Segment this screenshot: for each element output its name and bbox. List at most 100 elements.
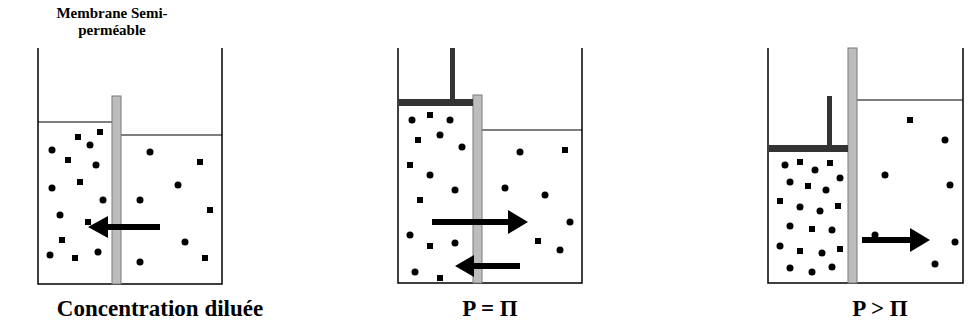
membranes: [112, 48, 857, 284]
solute-dot: [207, 207, 213, 213]
solute-dot: [77, 179, 83, 185]
flow-arrows: [88, 210, 930, 277]
solute-dot: [817, 208, 824, 215]
solute-dots: [47, 112, 959, 281]
solute-dot: [829, 227, 836, 234]
solute-dot: [87, 142, 94, 149]
solute-dot: [517, 149, 524, 156]
solute-dot: [812, 167, 819, 174]
solute-dot: [57, 212, 64, 219]
pistons: [399, 48, 848, 152]
solute-dot: [72, 255, 78, 261]
solute-dot: [427, 243, 433, 249]
solute-dot: [452, 187, 459, 194]
solute-dot: [417, 197, 423, 203]
solute-dot: [805, 183, 811, 189]
flow-arrow: [455, 255, 520, 277]
solute-dot: [782, 162, 789, 169]
solute-dot: [882, 172, 889, 179]
piston-plate: [769, 145, 848, 152]
condition-label: Concentration diluée: [10, 296, 310, 321]
condition-label: P > Π: [780, 296, 968, 321]
membrane-label: Membrane Semi-perméable: [37, 5, 187, 38]
solute-dot: [797, 159, 803, 165]
solute-dot: [137, 197, 144, 204]
solute-dot: [59, 237, 65, 243]
solute-dot: [175, 182, 182, 189]
solute-dot: [75, 134, 81, 140]
container: [38, 48, 222, 284]
solute-dot: [829, 264, 836, 271]
piston-rod: [827, 96, 832, 145]
solute-dot: [93, 162, 100, 169]
semi-permeable-membrane: [112, 96, 121, 284]
solute-dot: [452, 240, 459, 247]
solute-dot: [147, 149, 154, 156]
solute-dot: [797, 204, 804, 211]
solute-dot: [823, 187, 830, 194]
condition-label: P = Π: [390, 296, 590, 321]
semi-permeable-membrane: [473, 95, 482, 283]
solute-dot: [787, 265, 794, 272]
solute-dot: [49, 185, 56, 192]
flow-arrow: [432, 210, 528, 234]
solute-dot: [947, 182, 954, 189]
solute-dot: [182, 239, 189, 246]
solute-dot: [777, 198, 783, 204]
container: [768, 48, 963, 283]
piston-rod: [450, 48, 455, 99]
solute-dot: [65, 157, 71, 163]
solute-dot: [412, 269, 419, 276]
solute-dot: [837, 175, 844, 182]
solute-dot: [567, 219, 574, 226]
solute-dot: [797, 248, 803, 254]
semi-permeable-membrane: [848, 48, 857, 283]
solute-dot: [427, 172, 434, 179]
solute-dot: [809, 226, 815, 232]
solute-dot: [202, 255, 208, 261]
solute-dot: [85, 219, 91, 225]
solute-dot: [97, 129, 103, 135]
solute-dot: [49, 147, 56, 154]
solute-dot: [819, 250, 826, 257]
solute-dot: [535, 238, 541, 244]
solute-dot: [827, 160, 833, 166]
solute-dot: [407, 162, 413, 168]
flow-arrow: [862, 228, 930, 252]
solute-dot: [447, 117, 454, 124]
solute-dot: [427, 112, 433, 118]
liquid-surface: [121, 134, 222, 135]
solute-dot: [932, 261, 939, 268]
solute-dot: [777, 243, 784, 250]
solute-dot: [787, 223, 794, 230]
solute-dot: [95, 249, 102, 256]
solute-dot: [942, 137, 949, 144]
containers: [38, 48, 963, 284]
solute-dot: [415, 137, 421, 143]
flow-arrow: [88, 216, 160, 238]
solute-dot: [437, 275, 443, 281]
solute-dot: [407, 232, 414, 239]
solute-dot: [137, 259, 144, 266]
container: [398, 48, 582, 283]
liquid-levels: [38, 100, 963, 135]
solute-dot: [809, 269, 816, 276]
solute-dot: [100, 197, 107, 204]
solute-dot: [409, 117, 416, 124]
liquid-surface: [857, 99, 963, 100]
solute-dot: [197, 159, 203, 165]
solute-dot: [952, 239, 959, 246]
solute-dot: [557, 247, 564, 254]
liquid-surface: [482, 129, 582, 130]
solute-dot: [437, 132, 444, 139]
solute-dot: [542, 192, 549, 199]
piston-plate: [399, 99, 473, 106]
solute-dot: [502, 185, 509, 192]
solute-dot: [907, 117, 913, 123]
solute-dot: [787, 179, 794, 186]
solute-dot: [47, 252, 54, 259]
liquid-surface: [38, 121, 112, 122]
